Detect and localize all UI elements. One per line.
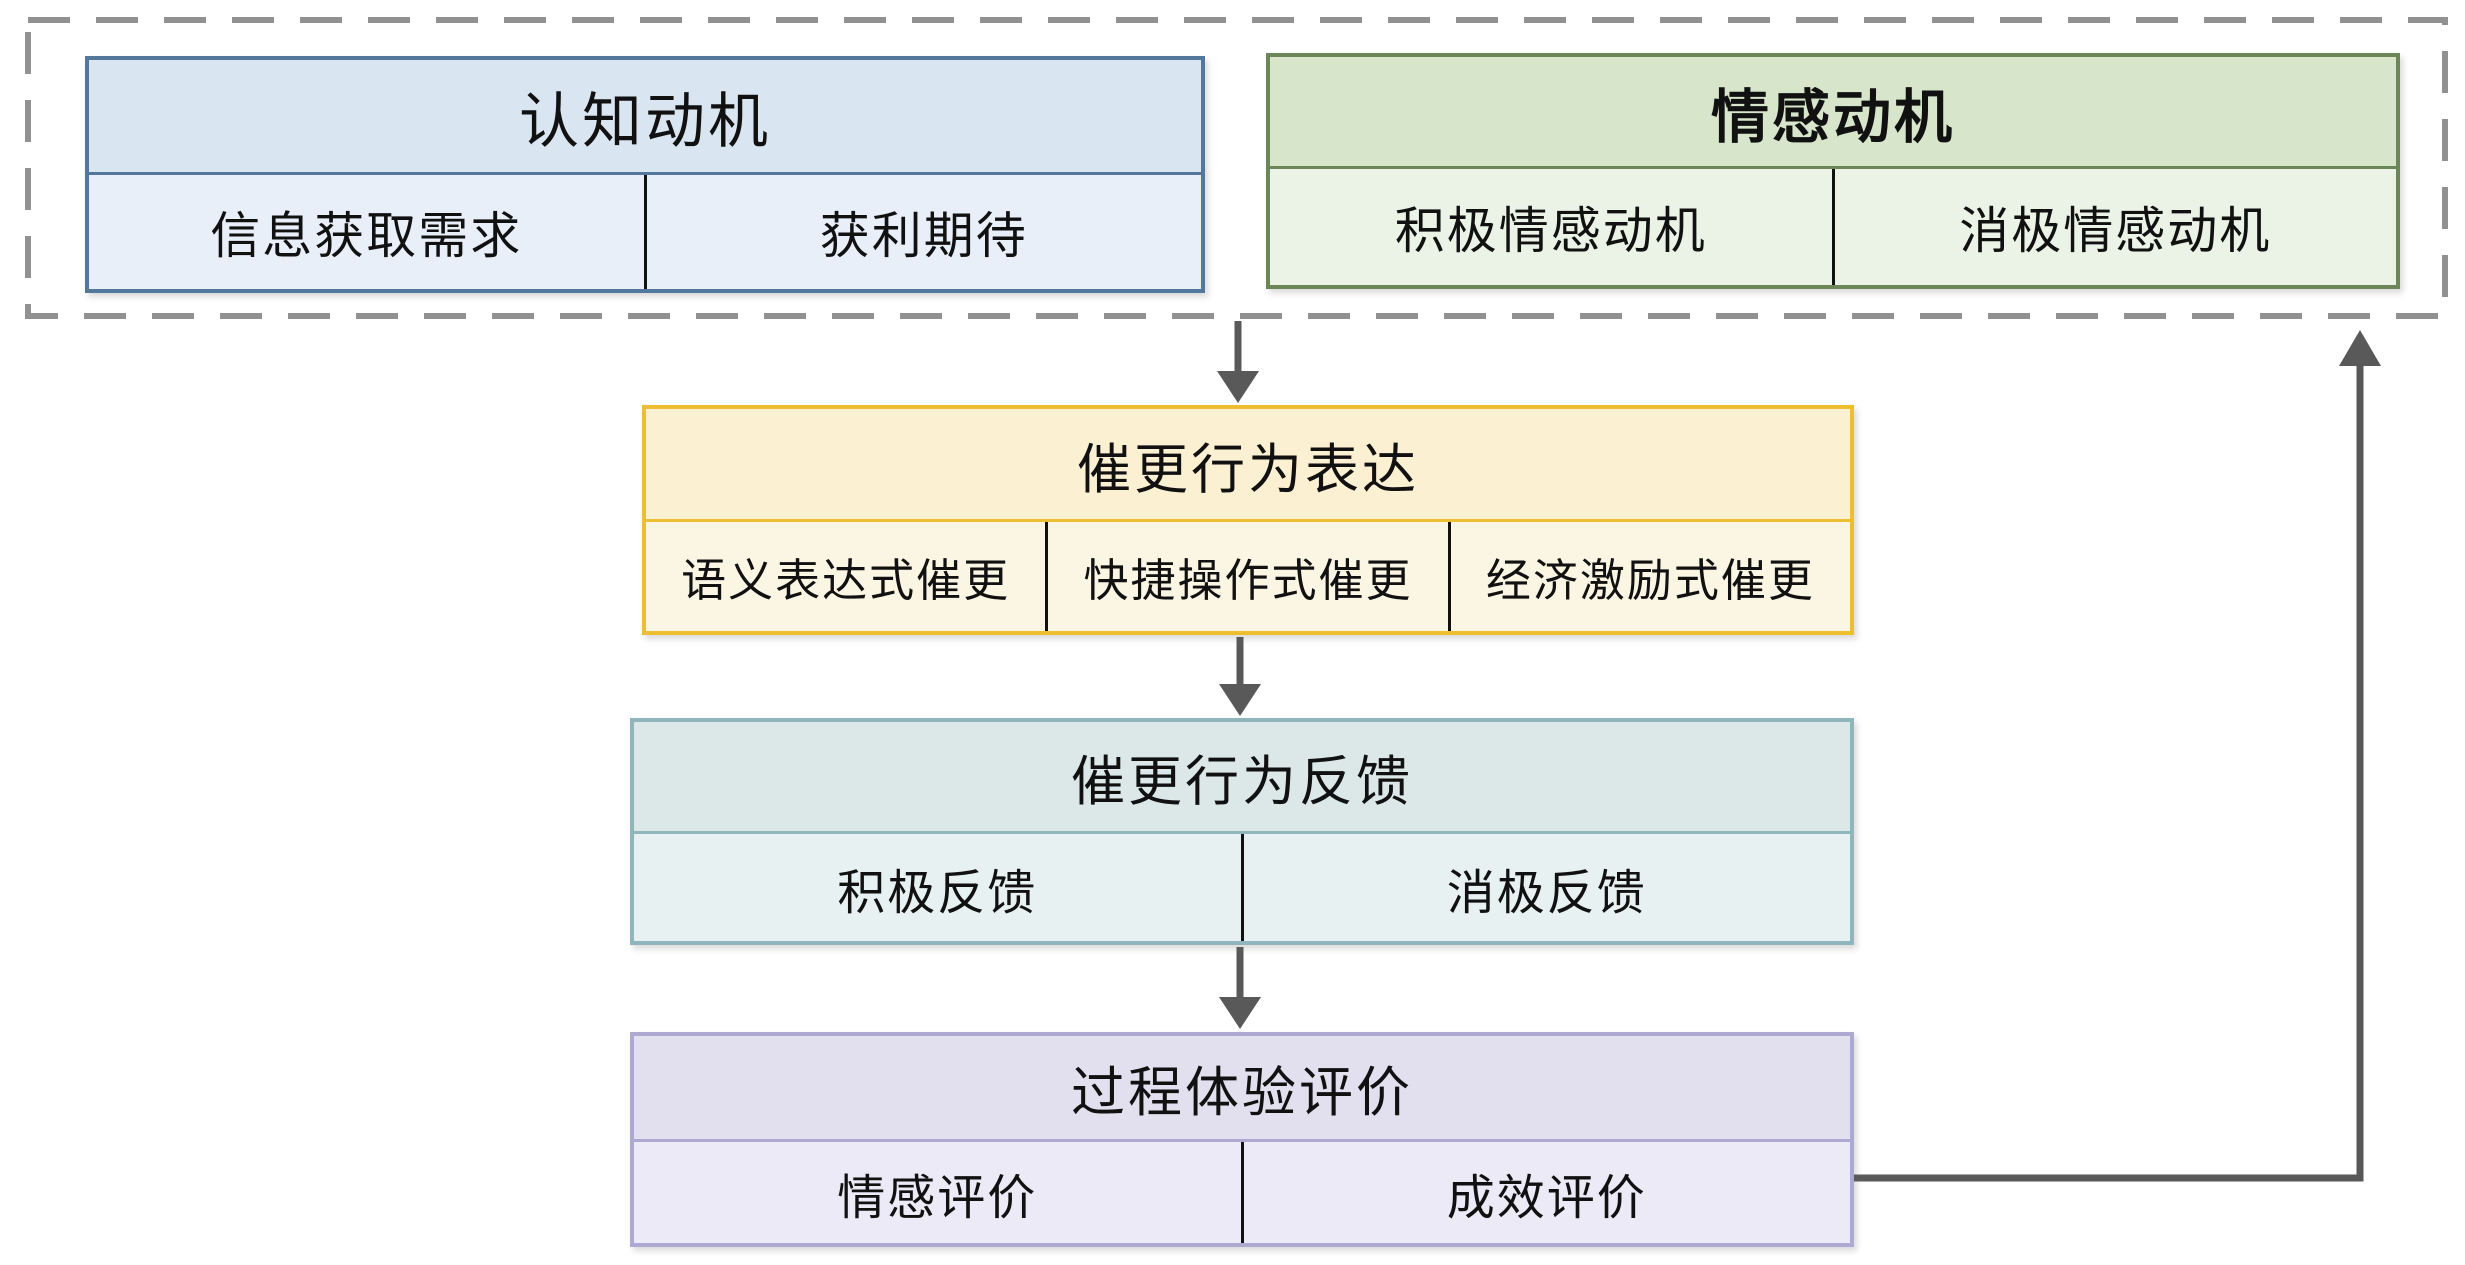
feedback-loop-arrow: [1854, 330, 2381, 1182]
cognitive-motivation-cells: 信息获取需求 获利期待: [89, 175, 1201, 289]
urging-behavior-expression-cells: 语义表达式催更 快捷操作式催更 经济激励式催更: [646, 522, 1850, 631]
cognitive-motivation-box: 认知动机 信息获取需求 获利期待: [85, 56, 1205, 293]
cell-profit-expectation: 获利期待: [643, 175, 1201, 289]
process-experience-evaluation-cells: 情感评价 成效评价: [634, 1142, 1850, 1243]
cell-information-acquisition-need: 信息获取需求: [89, 175, 644, 289]
cell-positive-emotional-motivation: 积极情感动机: [1270, 169, 1832, 285]
cell-negative-feedback: 消极反馈: [1240, 834, 1850, 941]
urging-behavior-feedback-title: 催更行为反馈: [634, 722, 1850, 834]
process-experience-evaluation-title: 过程体验评价: [634, 1036, 1850, 1142]
cell-emotional-evaluation: 情感评价: [634, 1142, 1241, 1243]
urging-behavior-feedback-cells: 积极反馈 消极反馈: [634, 834, 1850, 941]
emotional-motivation-title: 情感动机: [1270, 57, 2396, 169]
cell-quick-action-urging: 快捷操作式催更: [1045, 522, 1448, 631]
urging-behavior-expression-box: 催更行为表达 语义表达式催更 快捷操作式催更 经济激励式催更: [642, 405, 1854, 635]
process-experience-evaluation-box: 过程体验评价 情感评价 成效评价: [630, 1032, 1854, 1247]
cell-positive-feedback: 积极反馈: [634, 834, 1241, 941]
urging-behavior-expression-title: 催更行为表达: [646, 409, 1850, 522]
cell-negative-emotional-motivation: 消极情感动机: [1831, 169, 2396, 285]
arrow-motivation-to-expression: [1217, 321, 1259, 403]
cell-semantic-expression-urging: 语义表达式催更: [646, 522, 1046, 631]
arrow-expression-to-feedback: [1219, 637, 1261, 716]
urging-behavior-feedback-box: 催更行为反馈 积极反馈 消极反馈: [630, 718, 1854, 945]
arrow-feedback-to-evaluation: [1219, 947, 1261, 1029]
cognitive-motivation-title: 认知动机: [89, 60, 1201, 175]
cell-economic-incentive-urging: 经济激励式催更: [1447, 522, 1850, 631]
emotional-motivation-cells: 积极情感动机 消极情感动机: [1270, 169, 2396, 285]
emotional-motivation-box: 情感动机 积极情感动机 消极情感动机: [1266, 53, 2400, 289]
cell-effectiveness-evaluation: 成效评价: [1240, 1142, 1850, 1243]
